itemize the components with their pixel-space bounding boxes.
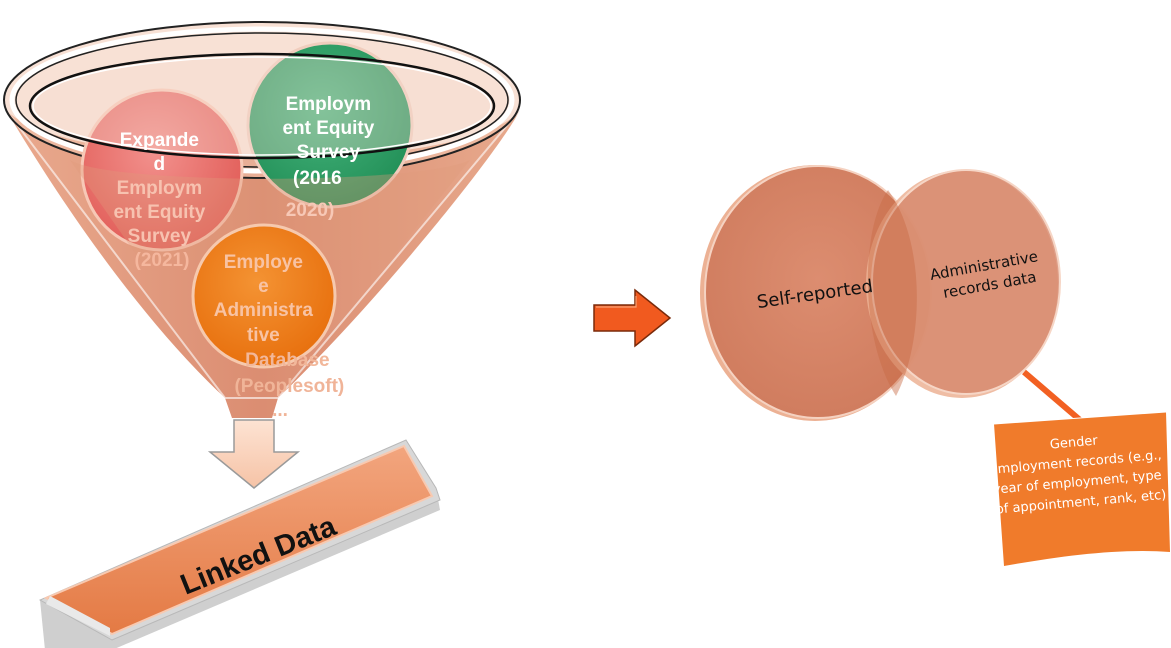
linked-data-bar <box>38 439 441 648</box>
venn-circle-admin-records <box>866 169 1061 398</box>
source-text-expanded-survey: Expande d Employm ent Equity Survey (202… <box>113 130 210 271</box>
source-circle-admin-database <box>191 223 337 369</box>
source-text-employment-equity-survey: Employm ent Equity Survey (2016 2020) <box>282 94 379 221</box>
funnel-inner-rim <box>28 52 496 160</box>
source-circle-expanded-survey <box>80 88 244 252</box>
callout-box <box>993 411 1170 566</box>
callout-connector <box>1022 369 1082 423</box>
down-arrow <box>207 419 301 489</box>
source-text-admin-database: Employe e Administra tive Database (Peop… <box>214 252 350 421</box>
right-arrow <box>593 288 672 348</box>
funnel-graphic <box>3 21 521 648</box>
source-circle-employment-equity-survey <box>246 41 414 209</box>
venn-diagram <box>700 165 1061 421</box>
venn-circle-self-reported <box>700 165 932 421</box>
